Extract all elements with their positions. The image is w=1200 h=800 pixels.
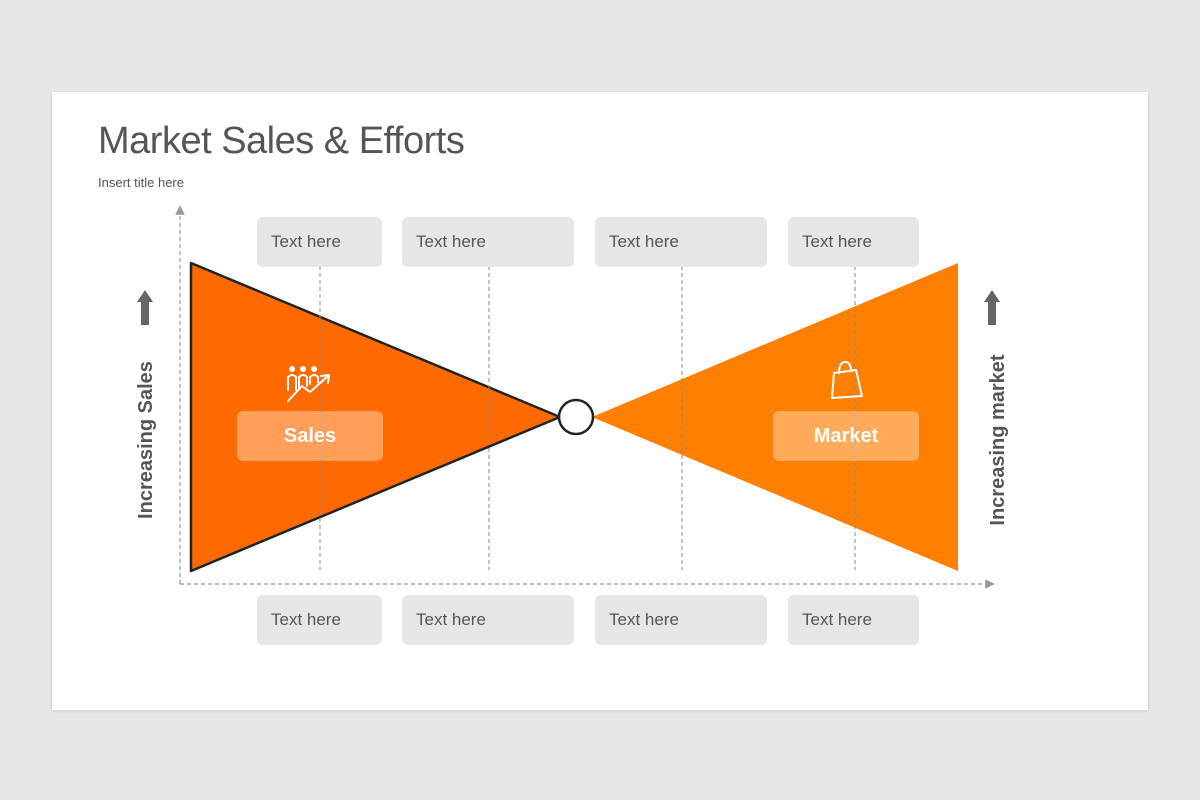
bottom-text-box-1[interactable]: Text here [257,595,382,645]
page-title: Market Sales & Efforts [98,120,465,162]
right-axis-label: Increasing market [987,354,1009,526]
sales-label: Sales [237,411,383,461]
page-subtitle: Insert title here [98,175,184,190]
right-up-arrow-icon [984,290,1000,325]
top-text-box-2[interactable]: Text here [402,217,574,267]
people-growth-icon [287,366,330,402]
bowtie-diagram [137,205,1000,589]
bottom-text-box-2[interactable]: Text here [402,595,574,645]
sales-triangle [189,261,562,573]
left-axis-label: Increasing Sales [135,361,157,519]
top-text-box-1[interactable]: Text here [257,217,382,267]
shopping-bag-icon [831,361,863,399]
top-text-box-4[interactable]: Text here [788,217,919,267]
center-node [557,398,595,436]
market-label: Market [773,411,919,461]
bottom-text-box-3[interactable]: Text here [595,595,767,645]
top-text-box-3[interactable]: Text here [595,217,767,267]
slide: Market Sales & Efforts Insert title here [52,92,1148,710]
market-triangle [592,263,958,571]
left-up-arrow-icon [137,290,153,325]
bottom-text-box-4[interactable]: Text here [788,595,919,645]
